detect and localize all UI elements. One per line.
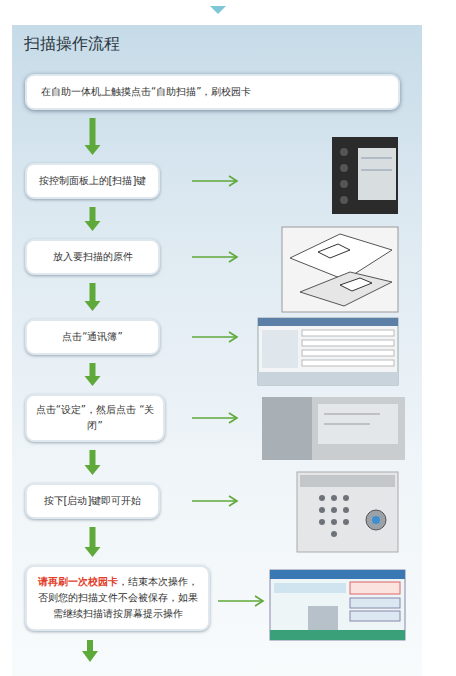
flow-arrow bbox=[85, 283, 101, 311]
process-box: 在自助一体机上触摸点击“自助扫描”，刷校园卡 bbox=[25, 74, 400, 110]
keypad-photo bbox=[297, 472, 398, 552]
end-screen bbox=[270, 570, 405, 640]
process-box: 放入要扫描的原件 bbox=[25, 239, 160, 275]
scanner-drawing bbox=[282, 227, 398, 312]
flow-arrow bbox=[85, 118, 101, 155]
process-box: 点击“设定”，然后点击 “关闭” bbox=[25, 394, 165, 442]
settings-screen bbox=[262, 397, 405, 460]
step-text: 放入要扫描的原件 bbox=[53, 249, 133, 265]
flow-arrow bbox=[85, 363, 101, 386]
text-holder: 请再刷一次校园卡，结束本次操作，否则您的扫描文件不会被保存，如果需继续扫描请按屏… bbox=[35, 574, 200, 622]
process-box: 点击“通讯簿” bbox=[25, 319, 160, 355]
process-box: 按下[启动]键即可开始 bbox=[25, 483, 160, 519]
process-box: 按控制面板上的[扫描]键 bbox=[25, 163, 160, 199]
top-marker bbox=[210, 6, 226, 14]
flow-arrow bbox=[85, 207, 101, 231]
flow-arrow bbox=[85, 527, 101, 557]
step-text: 在自助一体机上触摸点击“自助扫描”，刷校园卡 bbox=[41, 84, 251, 100]
step-text: 点击“设定”，然后点击 “关闭” bbox=[35, 402, 155, 434]
process-box: 请再刷一次校园卡，结束本次操作，否则您的扫描文件不会被保存，如果需继续扫描请按屏… bbox=[25, 565, 210, 631]
step-text: 按控制面板上的[扫描]键 bbox=[39, 173, 147, 189]
pointer-arrows bbox=[192, 176, 263, 606]
address-book-screen bbox=[258, 318, 398, 385]
flow-arrow bbox=[85, 450, 101, 475]
control-panel-photo bbox=[332, 137, 398, 214]
step-text: 点击“通讯簿” bbox=[62, 329, 122, 345]
end-arrow bbox=[82, 640, 98, 662]
step-text: 按下[启动]键即可开始 bbox=[44, 493, 142, 509]
step-text: 请再刷一次校园卡 bbox=[38, 576, 118, 587]
diagram-title: 扫描操作流程 bbox=[24, 34, 120, 55]
